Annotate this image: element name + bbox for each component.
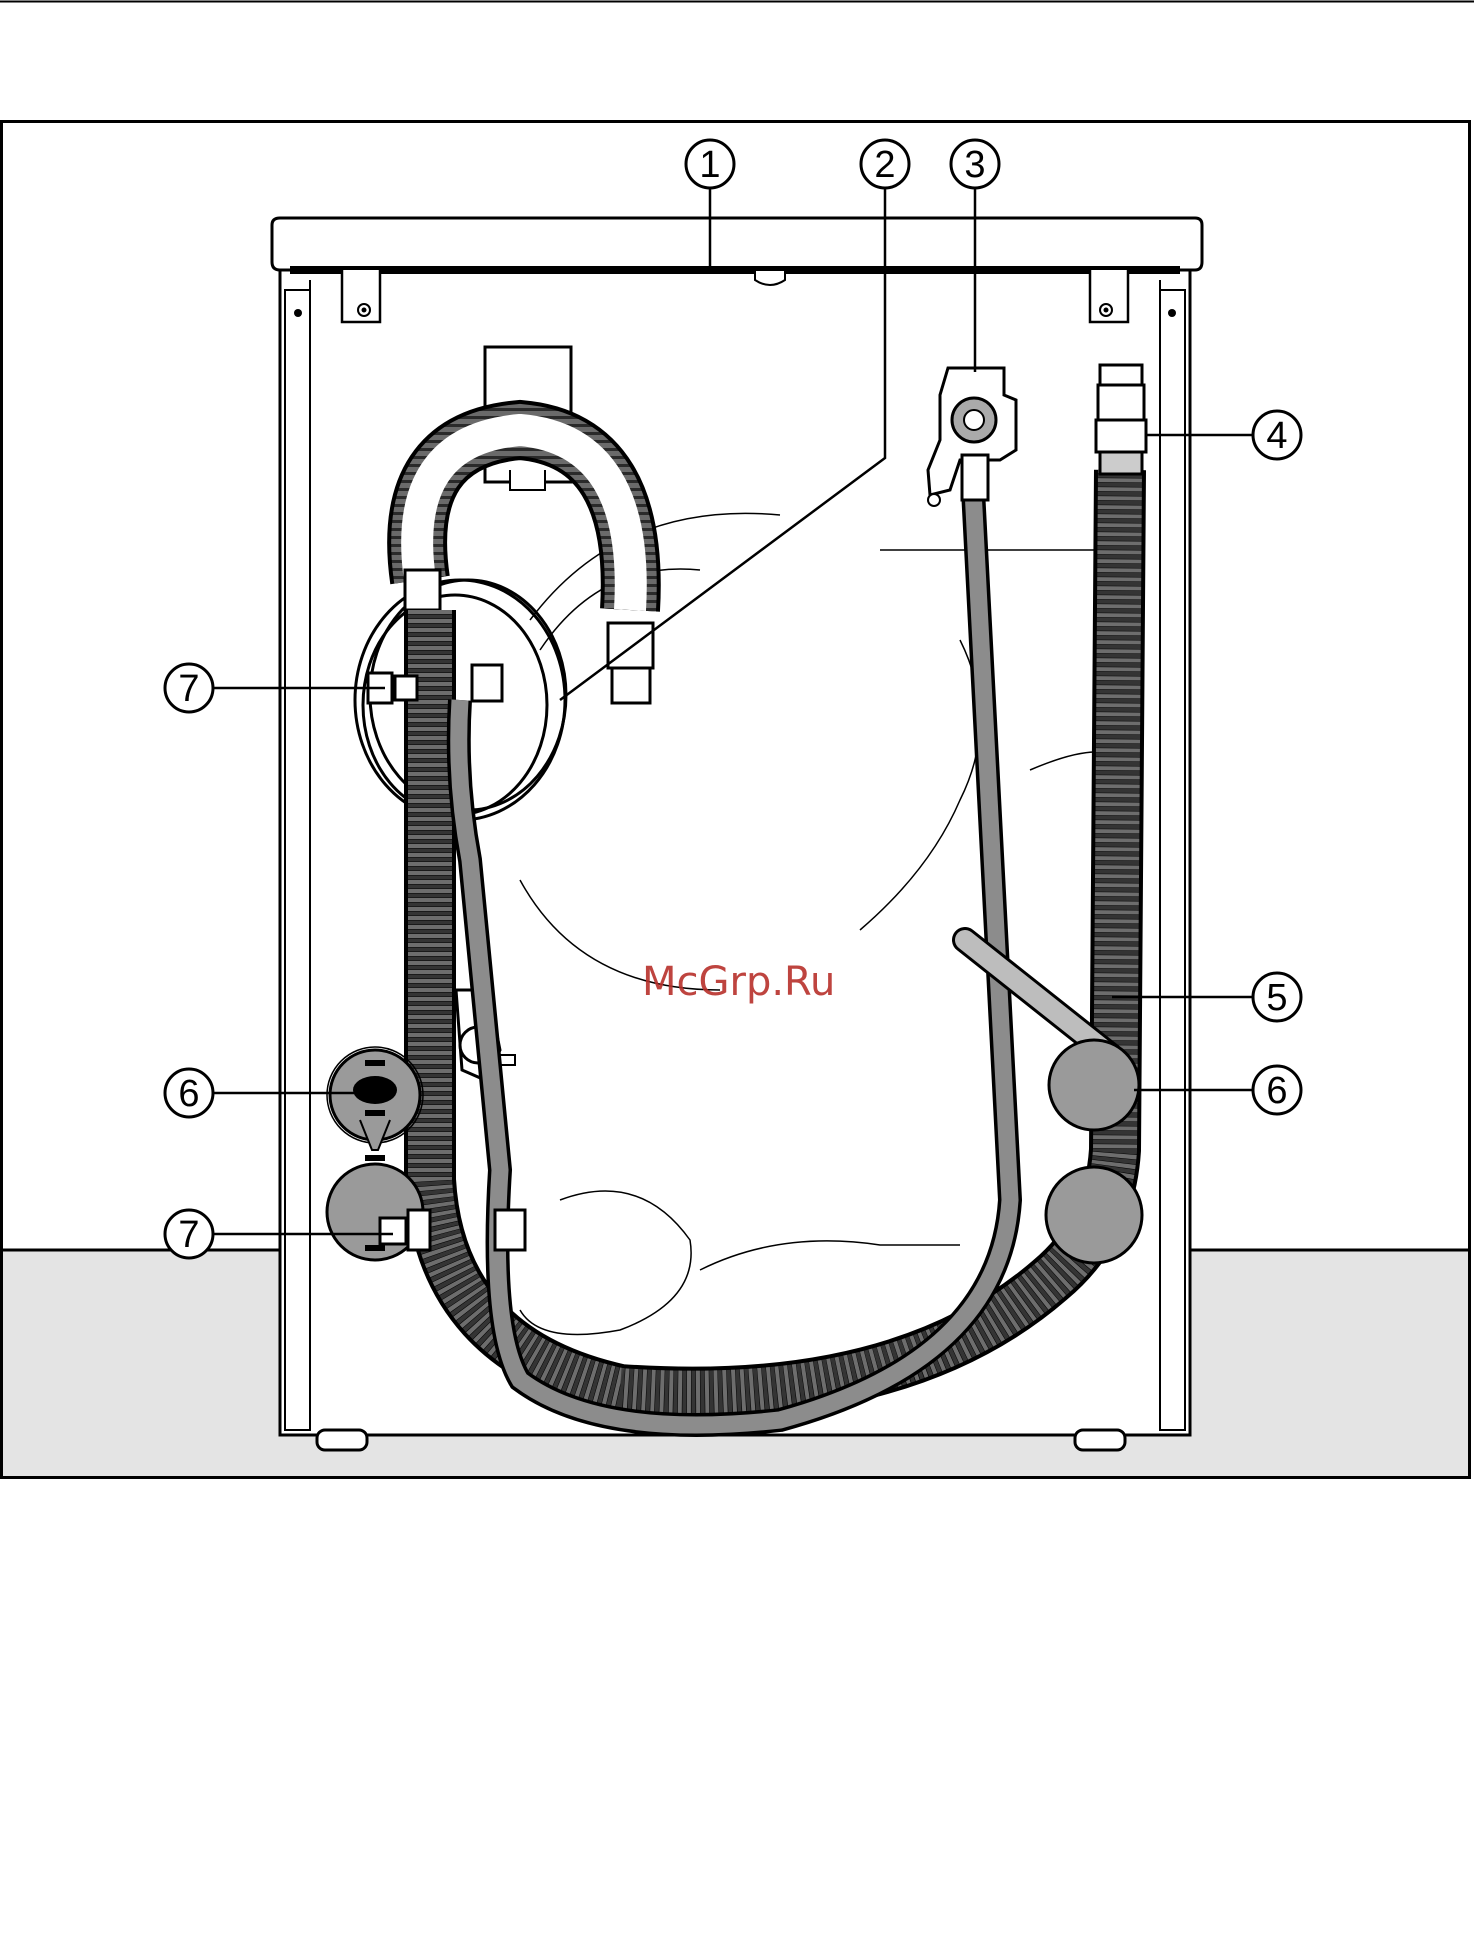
callout-5: 5 [1251,971,1303,1023]
hose-clips [366,663,527,1252]
water-inlet-valve [926,366,1018,507]
leader-lines [213,188,1253,1236]
drain-hose-connector [1094,363,1148,476]
callout-7-bottom-number: 7 [178,1214,199,1256]
callout-7-top: 7 [163,662,215,714]
watermark-text: McGrp.Ru [642,959,835,1005]
callout-1: 1 [684,138,736,190]
lid [270,216,1204,324]
callout-7-bottom: 7 [163,1208,215,1260]
right-foot [1073,1428,1127,1452]
callout-4: 4 [1251,409,1303,461]
hose-support-bar [952,927,1123,1068]
callout-3: 3 [949,138,1001,190]
callout-7-top-number: 7 [178,668,199,710]
left-foot [315,1428,369,1452]
callout-1-number: 1 [699,144,720,186]
transport-bolt-covers [325,1038,1144,1265]
callout-2-number: 2 [874,144,895,186]
callout-2: 2 [859,138,911,190]
callout-3-number: 3 [964,144,985,186]
callout-6-left-number: 6 [178,1073,199,1115]
callout-5-number: 5 [1266,977,1287,1019]
inlet-hose [446,489,1023,1437]
callout-6-right: 6 [1251,1064,1303,1116]
callout-4-number: 4 [1266,415,1287,457]
callout-6-left: 6 [163,1067,215,1119]
callout-6-right-number: 6 [1266,1070,1287,1112]
drain-hose-end [606,621,655,705]
drain-hose-upper-arc [387,399,661,612]
